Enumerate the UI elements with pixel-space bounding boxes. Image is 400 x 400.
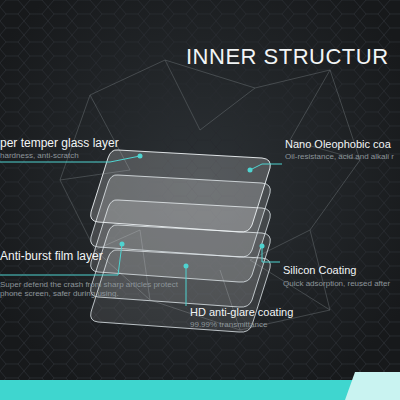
light-strip bbox=[345, 372, 400, 400]
layer-note: 99.99% transmittance bbox=[190, 320, 267, 329]
hex-pattern bbox=[0, 0, 400, 380]
layer-note: hardness, anti-scratch bbox=[0, 151, 79, 160]
layer-name: Anti-burst film layer bbox=[0, 250, 103, 264]
layer-note: Quick adsorption, reused after bbox=[283, 279, 390, 288]
leader-lines bbox=[0, 156, 282, 306]
layer-note: Oil-resistance, acid and alkali r bbox=[285, 152, 394, 161]
cyan-band bbox=[0, 380, 400, 400]
layer-name: Silicon Coating bbox=[283, 264, 356, 277]
layer-name: Nano Oleophobic coa bbox=[285, 138, 391, 151]
glass-layers bbox=[91, 150, 271, 332]
leader-dots bbox=[120, 154, 265, 269]
layer-name: HD anti-glare coating bbox=[190, 306, 293, 319]
layer-note: Super defend the crash from sharp articl… bbox=[0, 280, 178, 298]
title: INNER STRUCTUR bbox=[186, 44, 389, 69]
layer-name: per temper glass layer bbox=[0, 137, 119, 151]
